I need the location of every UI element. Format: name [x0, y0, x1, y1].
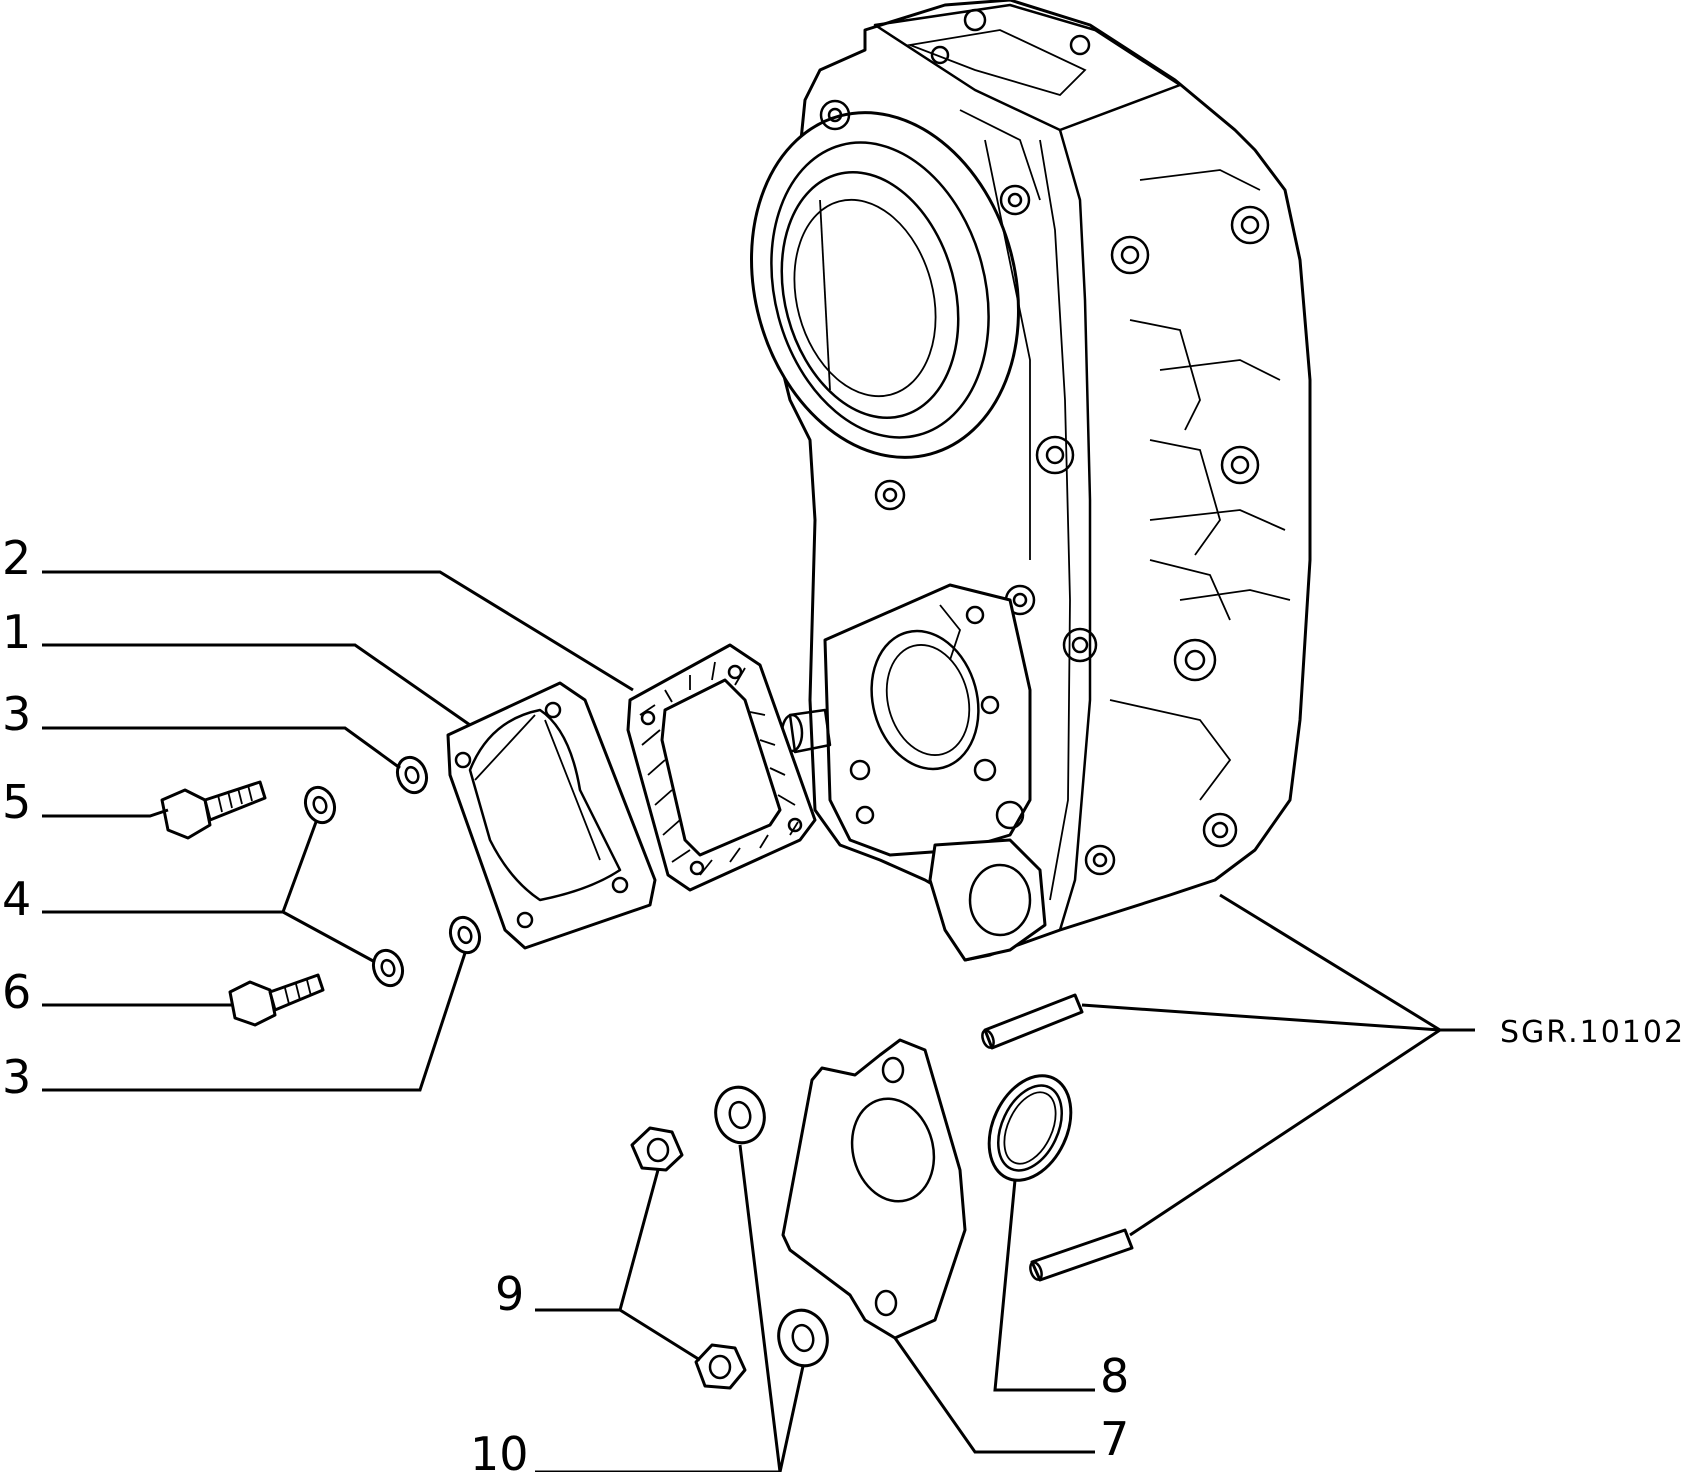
part-7-flange [781, 1038, 967, 1340]
label-2: 2 [2, 531, 31, 585]
part-5-bolt [160, 780, 267, 840]
part-8-seal [987, 1074, 1073, 1182]
callout-labels: 2 1 3 5 4 6 3 9 10 8 7 SGR.10102 [2, 531, 1685, 1472]
label-6: 6 [2, 965, 31, 1019]
reference-code: SGR.10102 [1500, 1015, 1685, 1050]
part-3-washer-lower [448, 915, 482, 955]
label-1: 1 [2, 605, 31, 659]
gearbox-housing [750, 0, 1312, 962]
label-3-lower: 3 [2, 1050, 31, 1104]
part-3-washer-upper [395, 755, 429, 795]
label-4: 4 [2, 872, 31, 926]
part-9-nut-lower [694, 1343, 747, 1390]
part-10-washer-upper [714, 1085, 766, 1145]
part-2-gasket [626, 643, 817, 892]
label-10: 10 [470, 1427, 529, 1472]
label-5: 5 [2, 775, 31, 829]
label-8: 8 [1100, 1349, 1129, 1403]
part-4-washer-upper [303, 785, 337, 825]
dowel-pin-lower [1029, 1228, 1134, 1282]
part-6-bolt [228, 973, 325, 1027]
part-10-washer-lower [777, 1308, 829, 1368]
part-1-cover [446, 681, 657, 950]
label-3-upper: 3 [2, 687, 31, 741]
part-9-nut-upper [630, 1126, 684, 1172]
leader-lines [42, 570, 1475, 1472]
label-9: 9 [495, 1267, 524, 1321]
label-7: 7 [1100, 1412, 1129, 1466]
part-4-washer-lower [371, 948, 405, 988]
dowel-pin-upper [981, 993, 1084, 1050]
